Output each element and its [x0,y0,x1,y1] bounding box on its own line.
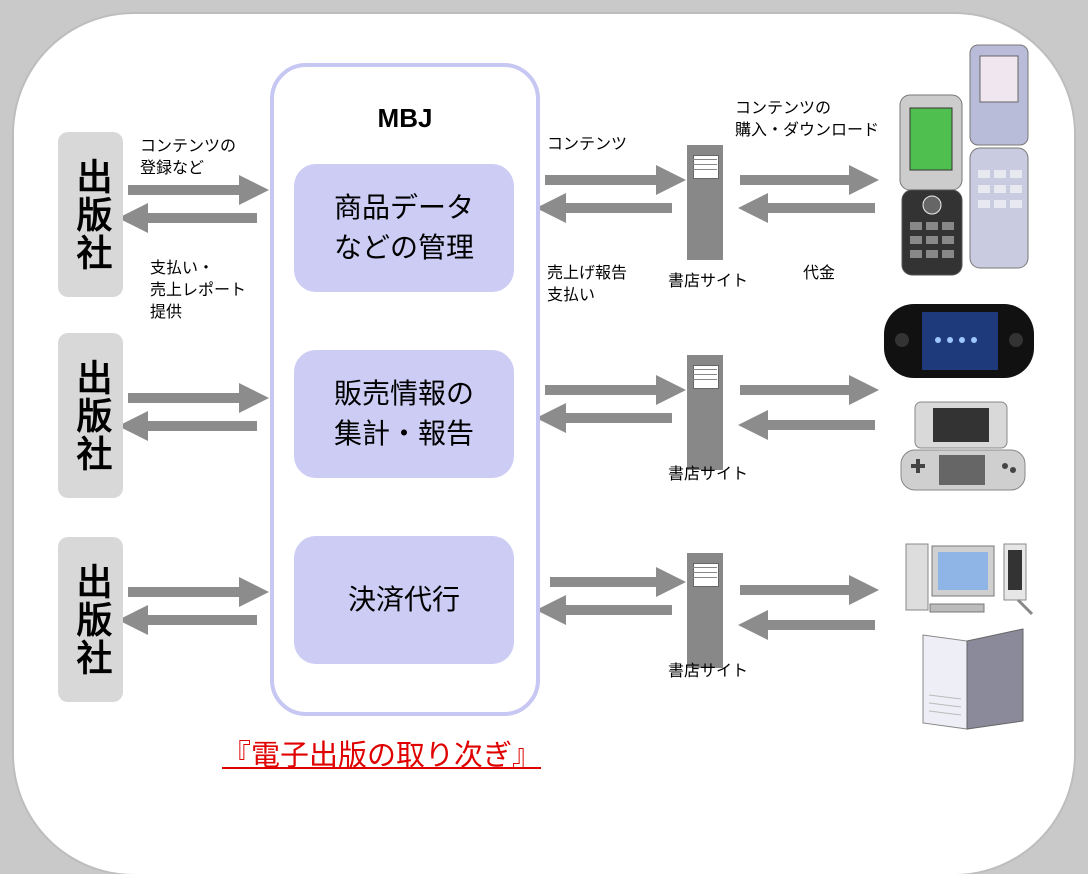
label-price: 代金 [803,263,836,282]
ebook-reader-icon [922,628,1024,730]
publisher-box: 出版社 [58,537,123,702]
mbj-title: MBJ [377,103,433,133]
flip-phone-icon [899,44,1029,276]
label-content-registration: コンテンツの 登録など [140,136,237,177]
server-icon [687,553,723,668]
function-sales-report: 販売情報の 集計・報告 [294,350,514,478]
store-site-label: 書店サイト [668,464,749,483]
label-contents: コンテンツ [547,134,628,153]
server-icon [687,355,723,470]
nintendo-ds-icon [900,401,1026,491]
function-product-data: 商品データ などの管理 [294,164,514,292]
flow-arrows [118,165,879,640]
psp-icon [884,304,1034,378]
publisher-label: 出版社 [70,358,112,473]
label-purchase-download: コンテンツの 購入・ダウンロード [735,98,880,139]
diagram-background [14,14,1074,874]
diagram-caption: 『電子出版の取り次ぎ』 [222,738,542,772]
label-payment-report: 支払い・ 売上レポート 提供 [150,258,247,321]
diagram: 出版社 出版社 出版社 コンテンツの 登録など 支払い・ 売上レポート 提供 M… [14,14,1074,874]
publisher-label: 出版社 [70,562,112,677]
mbj-container: MBJ 商品データ などの管理 販売情報の 集計・報告 決済代行 [270,63,540,716]
function-payment-agency: 決済代行 [294,536,514,664]
publisher-box: 出版社 [58,132,123,297]
store-site-label: 書店サイト [668,271,749,290]
desktop-computer-icon [905,543,1034,616]
publisher-label: 出版社 [70,157,112,272]
server-icon [687,145,723,260]
label-sales-report-payment: 売上げ報告 支払い [547,263,628,304]
publisher-box: 出版社 [58,333,123,498]
store-site-label: 書店サイト [668,661,749,680]
